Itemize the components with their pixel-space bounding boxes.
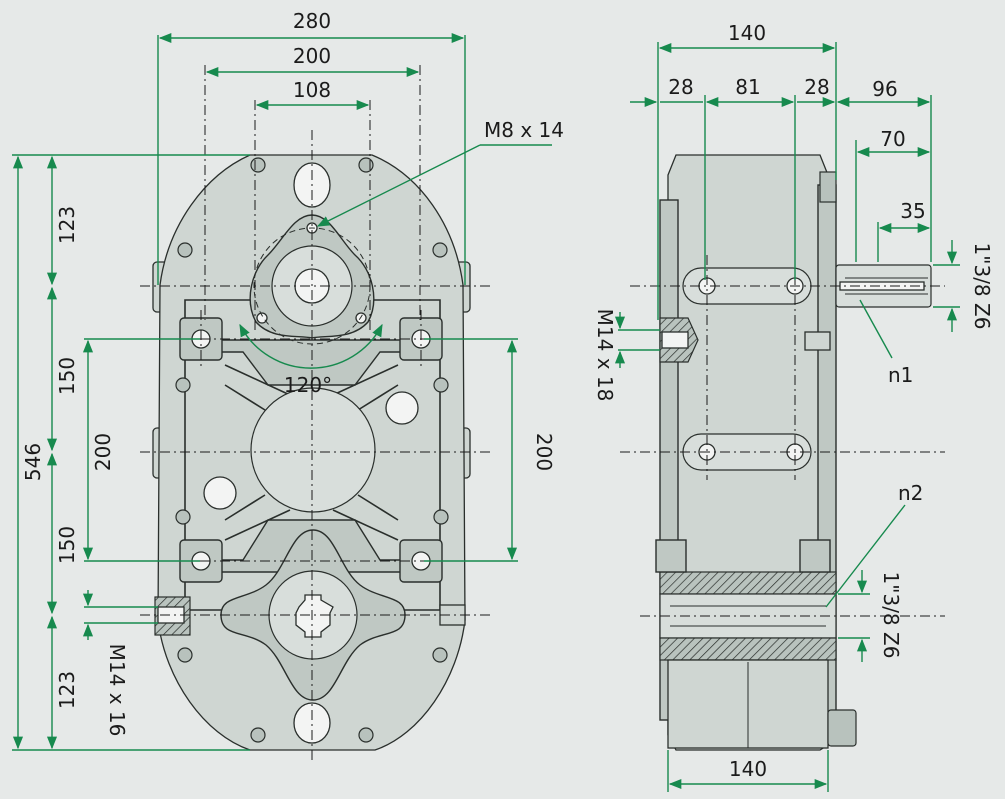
dim-140-bottom-text: 140 (729, 757, 767, 781)
flange-bolt-right (355, 312, 367, 324)
bottom-left-pad (655, 539, 687, 573)
dim-123-top-text: 123 (55, 206, 79, 244)
dim-140-top-text: 140 (728, 21, 766, 45)
dim-200-left-text: 200 (91, 433, 115, 471)
aux-hole-left (203, 476, 237, 510)
bottom-right-pad (799, 539, 831, 573)
m8-leader-line (316, 144, 481, 227)
dim-200-top-text: 200 (293, 44, 331, 68)
dim-35-text: 35 (900, 199, 925, 223)
angle-label: 120° (284, 373, 332, 397)
n1-label: n1 (888, 363, 913, 387)
aux-hole-right (385, 391, 419, 425)
right-boss-plug (804, 331, 831, 351)
shaft-bottom-label: 1"3/8 Z6 (879, 572, 903, 659)
side-top-bolt (819, 171, 837, 203)
dim-150-upper-text: 150 (55, 357, 79, 395)
shaft-top-label: 1"3/8 Z6 (970, 243, 994, 330)
dim-280-text: 280 (293, 9, 331, 33)
side-view: 140 28 81 28 96 70 35 1"3/8 Z6 n1 M14 x … (593, 21, 994, 792)
diagonal-rib-lower (224, 494, 399, 541)
center-boss (250, 387, 376, 513)
n1-leader (859, 299, 893, 359)
dim-108-text: 108 (293, 78, 331, 102)
bottom-spline-bore (295, 594, 334, 638)
dim-546-text: 546 (21, 443, 45, 481)
side-thread-bore (661, 331, 689, 349)
angle-arc (239, 323, 383, 369)
dim-200-right-text: 200 (532, 433, 556, 471)
bottom-slot (293, 702, 331, 744)
drain-plug (827, 709, 857, 747)
dim-28a-text: 28 (668, 75, 693, 99)
bottom-hatched-lower (659, 637, 837, 661)
dim-96-text: 96 (872, 77, 897, 101)
dim-123-bottom-text: 123 (55, 671, 79, 709)
dim-70-text: 70 (880, 127, 905, 151)
n2-leader (825, 504, 906, 608)
flange-bolt-left (256, 312, 268, 324)
m8-label: M8 x 14 (484, 118, 564, 142)
perimeter-bolts (175, 157, 449, 743)
diagonal-rib-upper (224, 364, 399, 411)
n2-label: n2 (898, 481, 923, 505)
front-view: 280 200 108 M8 x 14 120° 546 123 150 150… (12, 9, 564, 760)
dim-81-text: 81 (735, 75, 760, 99)
m14-16-label: M14 x 16 (105, 644, 129, 737)
dim-150-lower-text: 150 (55, 526, 79, 564)
m14-18-label: M14 x 18 (593, 309, 617, 402)
dim-28b-text: 28 (804, 75, 829, 99)
bottom-hatched-upper (659, 571, 837, 595)
